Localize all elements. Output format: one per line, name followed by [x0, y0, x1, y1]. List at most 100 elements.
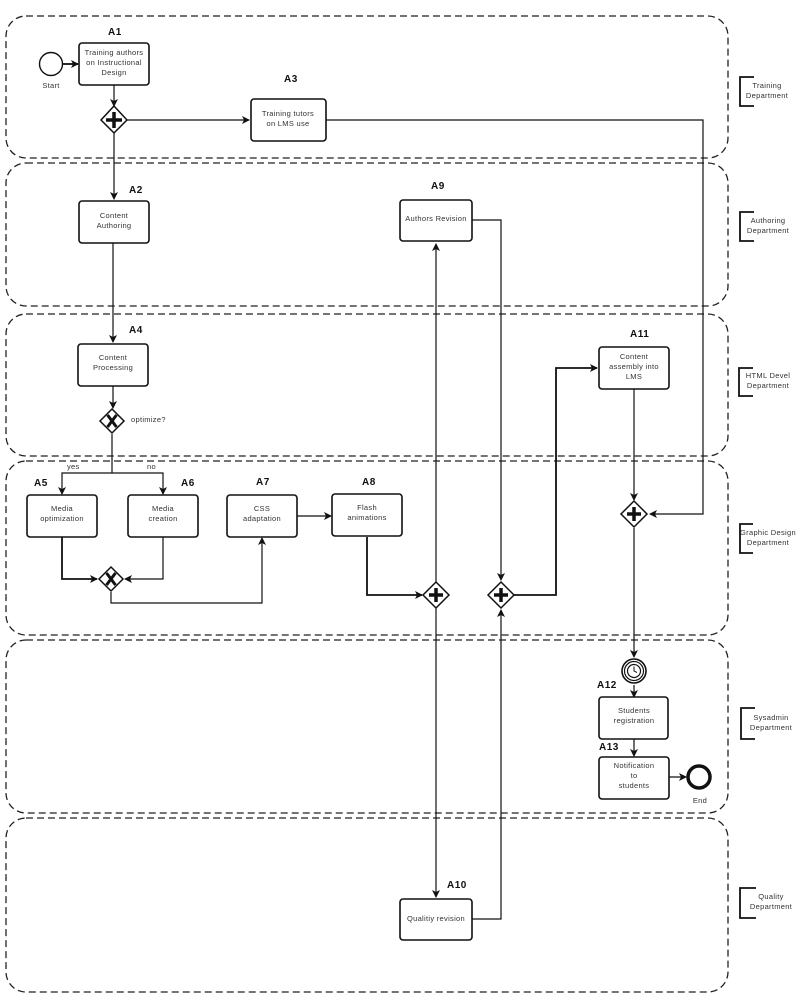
task-a13[interactable]: A13 Notification to students — [598, 742, 670, 800]
task-a5[interactable]: A5 Media optimization — [26, 478, 98, 538]
task-id: A12 — [597, 680, 617, 691]
task-label: adaptation — [243, 514, 281, 523]
yes-label: yes — [67, 462, 80, 471]
lane-label-line1: Sysadmin — [753, 713, 788, 722]
task-id: A13 — [599, 742, 619, 753]
task-label: Media — [51, 504, 73, 513]
x-icon — [106, 414, 118, 428]
flow-yes-a5[interactable] — [58, 472, 112, 495]
task-label: on Instructional — [86, 58, 142, 67]
task-a4[interactable]: A4 Content Processing — [77, 325, 149, 387]
lane-label-html-devel: HTML Devel Department — [738, 367, 790, 397]
task-label: Processing — [93, 363, 133, 372]
parallel-gateway-join-2[interactable] — [486, 580, 516, 610]
task-label: LMS — [626, 372, 642, 381]
task-a7[interactable]: A7 CSS adaptation — [226, 477, 298, 538]
task-a11[interactable]: A11 Content assembly into LMS — [598, 329, 670, 390]
flow-a6-xor-merge[interactable] — [124, 537, 164, 583]
task-label: Content — [100, 211, 129, 220]
timer-event[interactable] — [621, 658, 647, 684]
lane-label-line2: Department — [750, 902, 793, 911]
task-label: Qualitiy revision — [407, 914, 465, 923]
lane-label-line1: HTML Devel — [746, 371, 790, 380]
lane-label-sysadmin: Sysadmin Department — [740, 707, 793, 740]
lane-label-line1: Quality — [758, 892, 783, 901]
lane-label-line2: Department — [750, 723, 793, 732]
task-label: assembly into — [609, 362, 659, 371]
task-a10[interactable]: A10 Qualitiy revision — [399, 880, 473, 941]
task-label: Media — [152, 504, 174, 513]
lane-label-line1: Training — [752, 81, 781, 90]
task-id: A5 — [34, 478, 48, 489]
flow-no-a6[interactable] — [112, 472, 167, 495]
task-a3[interactable]: A3 Training tutors on LMS use — [250, 74, 327, 142]
exclusive-gateway-merge[interactable] — [97, 565, 125, 593]
task-id: A10 — [447, 880, 467, 891]
lane-label-line2: Department — [747, 226, 790, 235]
parallel-gateway-fork-1[interactable] — [99, 104, 129, 135]
lane-label-training: Training Department — [739, 76, 789, 107]
flow-a8-gw-fork[interactable] — [366, 537, 423, 599]
end-event[interactable]: End — [686, 764, 712, 805]
plus-icon — [494, 588, 508, 602]
task-id: A7 — [256, 477, 270, 488]
task-label: students — [619, 781, 650, 790]
optimize-label: optimize? — [131, 415, 166, 424]
task-id: A4 — [129, 325, 143, 336]
parallel-gateway-join-3[interactable] — [619, 499, 649, 529]
lane-label-line1: Authoring — [751, 216, 786, 225]
task-id: A9 — [431, 181, 445, 192]
x-icon — [105, 572, 117, 586]
flow-a3-gw-join[interactable] — [326, 119, 704, 518]
parallel-gateway-fork-2[interactable] — [421, 580, 451, 610]
task-id: A8 — [362, 477, 376, 488]
start-event[interactable]: Start — [38, 51, 64, 91]
task-label: optimization — [40, 514, 84, 523]
task-a2[interactable]: A2 Content Authoring — [78, 185, 150, 244]
task-label: Content — [620, 352, 649, 361]
task-id: A2 — [129, 185, 143, 196]
lane-label-graphic-design: Graphic Design Department — [739, 523, 796, 554]
task-label: on LMS use — [266, 119, 309, 128]
flow-a5-xor-merge[interactable] — [61, 537, 98, 583]
task-label: to — [631, 771, 638, 780]
task-a8[interactable]: A8 Flash animations — [331, 477, 403, 537]
lane-sysadmin — [5, 639, 729, 814]
clock-icon — [626, 663, 642, 679]
no-label: no — [147, 462, 156, 471]
task-label: CSS — [254, 504, 270, 513]
lane-label-line1: Graphic Design — [740, 528, 796, 537]
task-a9[interactable]: A9 Authors Revision — [399, 181, 473, 242]
lane-graphic-design — [5, 460, 729, 636]
task-label: Content — [99, 353, 128, 362]
lane-label-authoring: Authoring Department — [739, 211, 790, 242]
lane-training — [5, 15, 729, 159]
exclusive-gateway-optimize[interactable]: optimize? — [98, 407, 166, 435]
plus-icon — [627, 507, 641, 521]
flow-gw-join2-a11[interactable] — [514, 364, 598, 596]
lane-label-quality: Quality Department — [739, 887, 793, 919]
task-label: Training authors — [85, 48, 144, 57]
task-a12[interactable]: A12 Students registration — [597, 680, 669, 740]
flow-a10-gw-join2[interactable] — [472, 609, 505, 920]
end-label: End — [693, 796, 707, 805]
task-a1[interactable]: A1 Training authors on Instructional Des… — [78, 27, 150, 86]
task-label: Training tutors — [262, 109, 314, 118]
lane-label-line2: Department — [747, 381, 790, 390]
lane-quality — [5, 817, 729, 993]
task-id: A11 — [630, 329, 649, 340]
lane-authoring — [5, 162, 729, 307]
lane-label-line2: Department — [746, 91, 789, 100]
flow-xor-merge-a7[interactable] — [110, 537, 266, 604]
task-label: Flash — [357, 503, 377, 512]
flow-a9-gw-join2[interactable] — [472, 219, 505, 581]
task-label: Authoring — [97, 221, 132, 230]
task-id: A3 — [284, 74, 298, 85]
plus-icon — [429, 588, 443, 602]
task-label: animations — [347, 513, 386, 522]
start-label: Start — [42, 81, 60, 90]
task-id: A6 — [181, 478, 195, 489]
task-a6[interactable]: A6 Media creation — [127, 478, 199, 538]
task-label: Notification — [614, 761, 655, 770]
